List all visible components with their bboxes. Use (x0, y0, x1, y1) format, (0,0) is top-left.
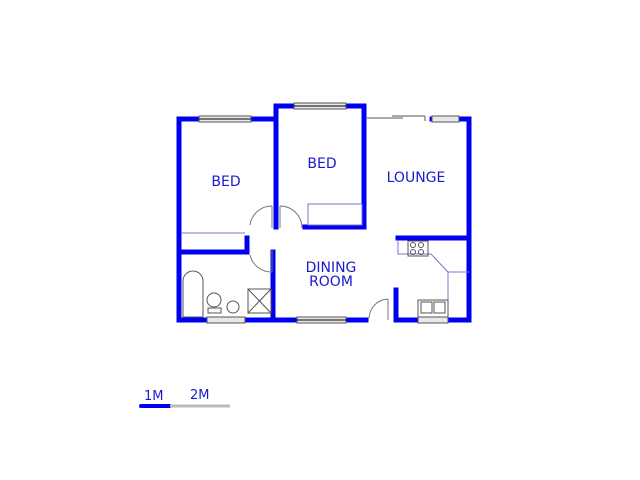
scale-label-2m: 2M (190, 388, 210, 403)
windows (198, 102, 460, 324)
sliding-door (367, 115, 426, 121)
doors (249, 205, 389, 320)
room-label-dining-line2: ROOM (309, 274, 353, 290)
fixtures (181, 203, 469, 318)
room-label-bed-2: BED (307, 156, 337, 172)
walls (176, 103, 472, 323)
room-label-dining-line1: DINING (305, 260, 357, 276)
room-label-lounge: LOUNGE (386, 170, 446, 186)
scale-label-1m: 1M (144, 389, 164, 404)
bathroom-fixtures (182, 270, 272, 318)
room-label-bed-1: BED (211, 174, 241, 190)
